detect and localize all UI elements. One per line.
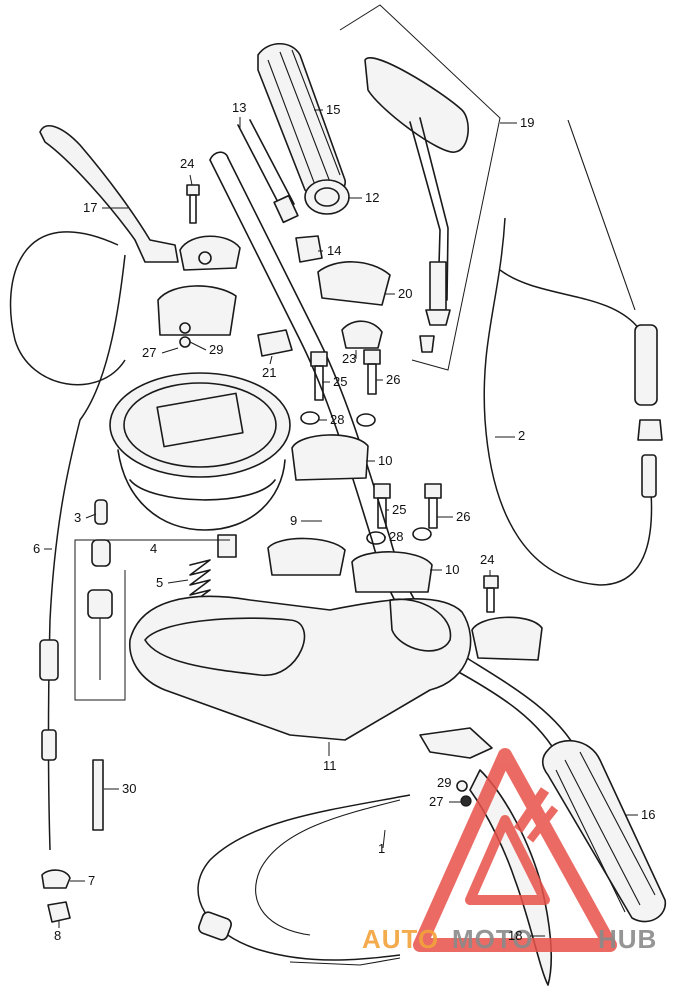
spring: [189, 559, 211, 604]
speedometer: [109, 372, 291, 558]
callout-c17: 17: [83, 200, 97, 215]
callout-c29a: 29: [209, 342, 223, 357]
callout-c11: 11: [323, 758, 337, 773]
watermark-moto: MOTO: [452, 924, 534, 954]
callout-c7: 7: [88, 873, 95, 888]
right-grip: [541, 739, 666, 923]
clutch-cable: [9, 231, 126, 851]
watermark-auto: AUTO: [362, 924, 439, 954]
callout-c28b: 28: [389, 529, 403, 544]
callout-c4: 4: [150, 541, 157, 556]
callout-c6: 6: [33, 541, 40, 556]
leader-lines: [44, 109, 638, 937]
brake-cable: [197, 794, 411, 966]
clamp-upper-left: [157, 235, 241, 336]
clip-7: [41, 869, 71, 889]
callout-c25b: 25: [392, 502, 406, 517]
watermark-hub: HUB: [598, 924, 657, 954]
callout-labels: 1234567891010111213141516171819202123242…: [33, 100, 655, 943]
callout-c10b: 10: [445, 562, 459, 577]
callout-c19: 19: [520, 115, 534, 130]
callout-c24b: 24: [480, 552, 494, 567]
callout-c2: 2: [518, 428, 525, 443]
callout-c15: 15: [326, 102, 340, 117]
callout-c23: 23: [342, 351, 356, 366]
watermark-text: AUTO MOTO HUB: [362, 924, 657, 954]
callout-c10a: 10: [378, 453, 392, 468]
clamp-right: [471, 575, 543, 661]
callout-c21: 21: [262, 365, 276, 380]
throttle-tube: [237, 119, 299, 224]
callout-c24a: 24: [180, 156, 194, 171]
callout-c5: 5: [156, 575, 163, 590]
callout-c27a: 27: [142, 345, 156, 360]
callout-c26a: 26: [386, 372, 400, 387]
bolts-upper: [300, 349, 381, 427]
callout-c28a: 28: [330, 412, 344, 427]
watermark-logo: [413, 748, 617, 952]
mirror: [339, 4, 501, 371]
screw-27-29: [179, 322, 472, 807]
callout-c16: 16: [641, 807, 655, 822]
callout-c3: 3: [74, 510, 81, 525]
bulb-socket: [87, 499, 113, 680]
callout-c20: 20: [398, 286, 412, 301]
callout-c9: 9: [290, 513, 297, 528]
bolt-24-upper: [186, 184, 200, 224]
callout-c30: 30: [122, 781, 136, 796]
bolts-lower: [366, 483, 442, 545]
switch-housing: [257, 235, 391, 357]
callout-c25a: 25: [333, 374, 347, 389]
clutch-lever: [39, 125, 179, 263]
callout-c13: 13: [232, 100, 246, 115]
bolt-30: [92, 759, 104, 831]
callout-c18: 18: [508, 928, 522, 943]
headlight-bracket: [129, 595, 472, 741]
callout-c29b: 29: [437, 775, 451, 790]
callout-c1: 1: [378, 841, 385, 856]
callout-c12: 12: [365, 190, 379, 205]
throttle-cable: [483, 119, 663, 586]
callout-c14: 14: [327, 243, 341, 258]
callout-c8: 8: [54, 928, 61, 943]
left-grip: [257, 42, 350, 215]
holder-10-upper: [291, 434, 369, 481]
callout-c26b: 26: [456, 509, 470, 524]
callout-c27b: 27: [429, 794, 443, 809]
nut-8: [47, 901, 71, 923]
holder-10-lower: [267, 537, 433, 593]
